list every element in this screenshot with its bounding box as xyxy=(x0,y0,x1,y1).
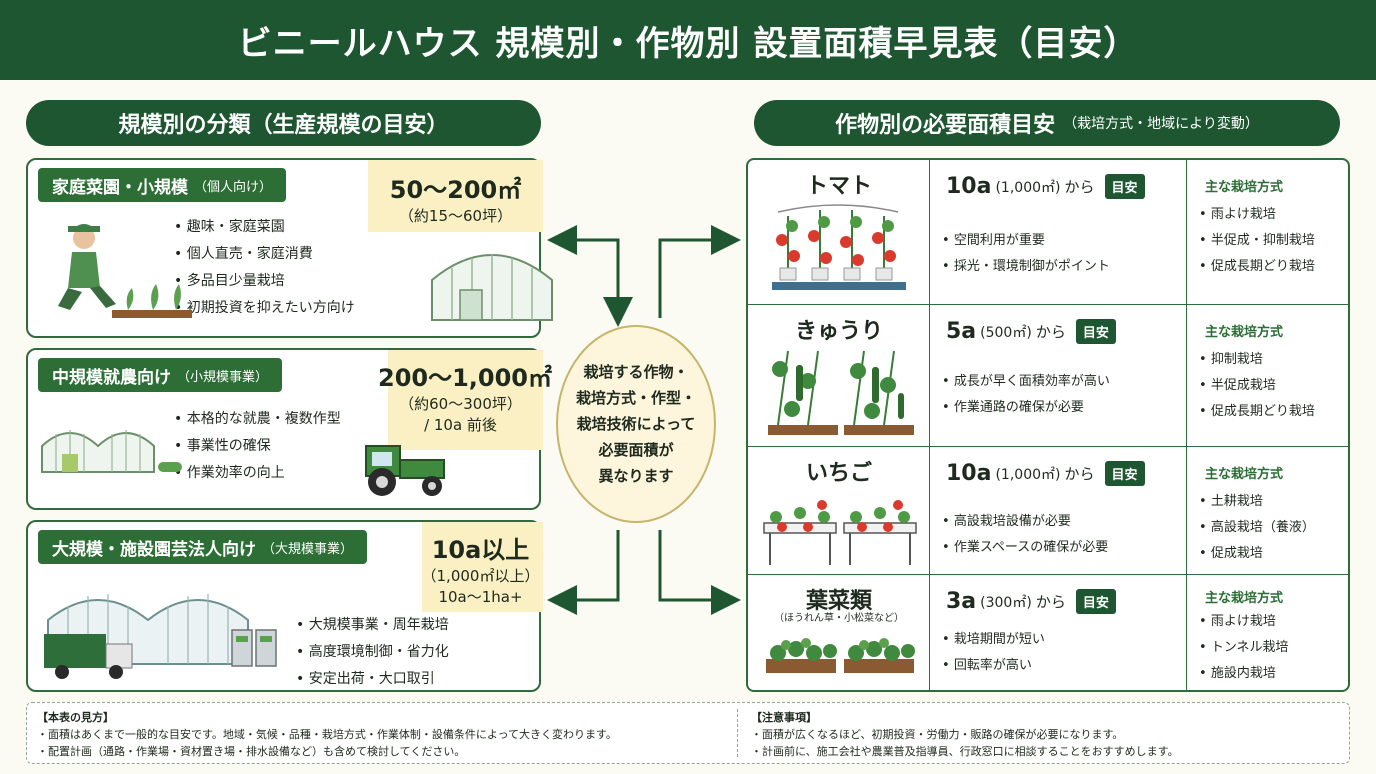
greenhouse-tractor-illustration xyxy=(41,430,445,496)
scale-card-small: 家庭菜園・小規模（個人向け） 50〜200㎡ （約15〜60坪） 趣味・家庭菜園… xyxy=(26,158,553,338)
notes-howto: 【本表の見方】 ・面積はあくまで一般的な目安です。地域・気候・品種・栽培方式・作… xyxy=(37,711,617,758)
area-highlight xyxy=(422,522,543,612)
farmer-illustration xyxy=(58,224,553,321)
area-value: 200〜1,000㎡ （約60〜300坪） / 10a 前後 xyxy=(378,364,553,434)
method-title: 主な栽培方式 xyxy=(1205,180,1284,195)
scale-tag: 中規模就農向け（小規模事業） xyxy=(38,358,283,392)
area-highlight xyxy=(368,160,543,232)
method-list: 雨よけ栽培トンネル栽培施設内栽培 xyxy=(1199,609,1289,687)
method-list: 土耕栽培高設栽培（養液）促成栽培 xyxy=(1199,489,1315,567)
tomato-illustration xyxy=(772,204,906,290)
method-list: 雨よけ栽培半促成・抑制栽培促成長期どり栽培 xyxy=(1199,202,1315,280)
estimate-badge: 目安 xyxy=(1075,589,1116,614)
area-highlight xyxy=(388,350,543,450)
scale-tag: 大規模・施設園芸法人向け（大規模事業） xyxy=(38,530,368,564)
crop-points: 高設栽培設備が必要作業スペースの確保が必要 xyxy=(942,509,1108,561)
method-title: 主な栽培方式 xyxy=(1205,591,1284,606)
crop-area: 10a(1,000㎡)から目安 xyxy=(946,174,1145,199)
area-value: 50〜200㎡ （約15〜60坪） xyxy=(389,176,522,225)
crop-points: 栽培期間が短い回転率が高い xyxy=(942,627,1045,679)
crop-name: いちご xyxy=(805,461,872,486)
title-bar: ビニールハウス 規模別・作物別 設置面積早見表（目安） xyxy=(0,0,1376,80)
crop-points: 空間利用が重要採光・環境制御がポイント xyxy=(942,228,1110,280)
strawberry-illustration xyxy=(763,500,917,565)
crop-section-header: 作物別の必要面積目安（栽培方式・地域により変動） xyxy=(754,100,1340,146)
scale-card-medium: 中規模就農向け（小規模事業） 200〜1,000㎡ （約60〜300坪） / 1… xyxy=(26,348,553,510)
facility-truck-illustration xyxy=(44,594,277,679)
scale-bullets: 本格的な就農・複数作型事業性の確保 作業効率の向上 xyxy=(174,406,341,487)
notes-box: 【本表の見方】 ・面積はあくまで一般的な目安です。地域・気候・品種・栽培方式・作… xyxy=(26,702,1350,764)
crop-name: きゅうり xyxy=(794,319,883,344)
scale-card-large: 大規模・施設園芸法人向け（大規模事業） 10a以上 （1,000㎡以上） 10a… xyxy=(26,520,543,693)
crop-points: 成長が早く面積効率が高い作業通路の確保が必要 xyxy=(942,369,1110,421)
leafy-illustration xyxy=(766,638,915,673)
crop-area: 5a(500㎡)から目安 xyxy=(946,319,1116,344)
scale-bullets: 大規模事業・周年栽培高度環境制御・省力化 安定出荷・大口取引 xyxy=(296,612,449,693)
crop-area: 3a(300㎡)から目安 xyxy=(946,589,1116,614)
crop-name: トマト xyxy=(805,174,872,199)
estimate-badge: 目安 xyxy=(1075,319,1116,344)
scale-section-header: 規模別の分類（生産規模の目安） xyxy=(26,100,541,146)
notes-divider xyxy=(737,709,738,757)
method-title: 主な栽培方式 xyxy=(1205,467,1284,482)
cucumber-illustration xyxy=(768,350,914,435)
page-title: ビニールハウス 規模別・作物別 設置面積早見表（目安） xyxy=(237,23,1139,64)
crop-sub: （ほうれん草・小松菜など） xyxy=(774,613,904,624)
scale-bullets: 趣味・家庭菜園個人直売・家庭消費 多品目少量栽培初期投資を抑えたい方向け xyxy=(174,214,355,322)
estimate-badge: 目安 xyxy=(1104,174,1145,199)
center-note: 栽培する作物・ 栽培方式・作型・ 栽培技術によって 必要面積が 異なります xyxy=(556,325,716,523)
crop-name: 葉菜類 xyxy=(805,589,872,614)
notes-caution: 【注意事項】 ・面積が広くなるほど、初期投資・労働力・販路の確保が必要になります… xyxy=(751,711,1179,758)
estimate-badge: 目安 xyxy=(1104,461,1145,486)
area-value: 10a以上 （1,000㎡以上） 10a〜1ha+ xyxy=(421,536,540,606)
crop-area: 10a(1,000㎡)から目安 xyxy=(946,461,1145,486)
method-list: 抑制栽培半促成栽培促成長期どり栽培 xyxy=(1199,347,1315,425)
method-title: 主な栽培方式 xyxy=(1205,325,1284,340)
scale-tag: 家庭菜園・小規模（個人向け） xyxy=(38,168,287,202)
